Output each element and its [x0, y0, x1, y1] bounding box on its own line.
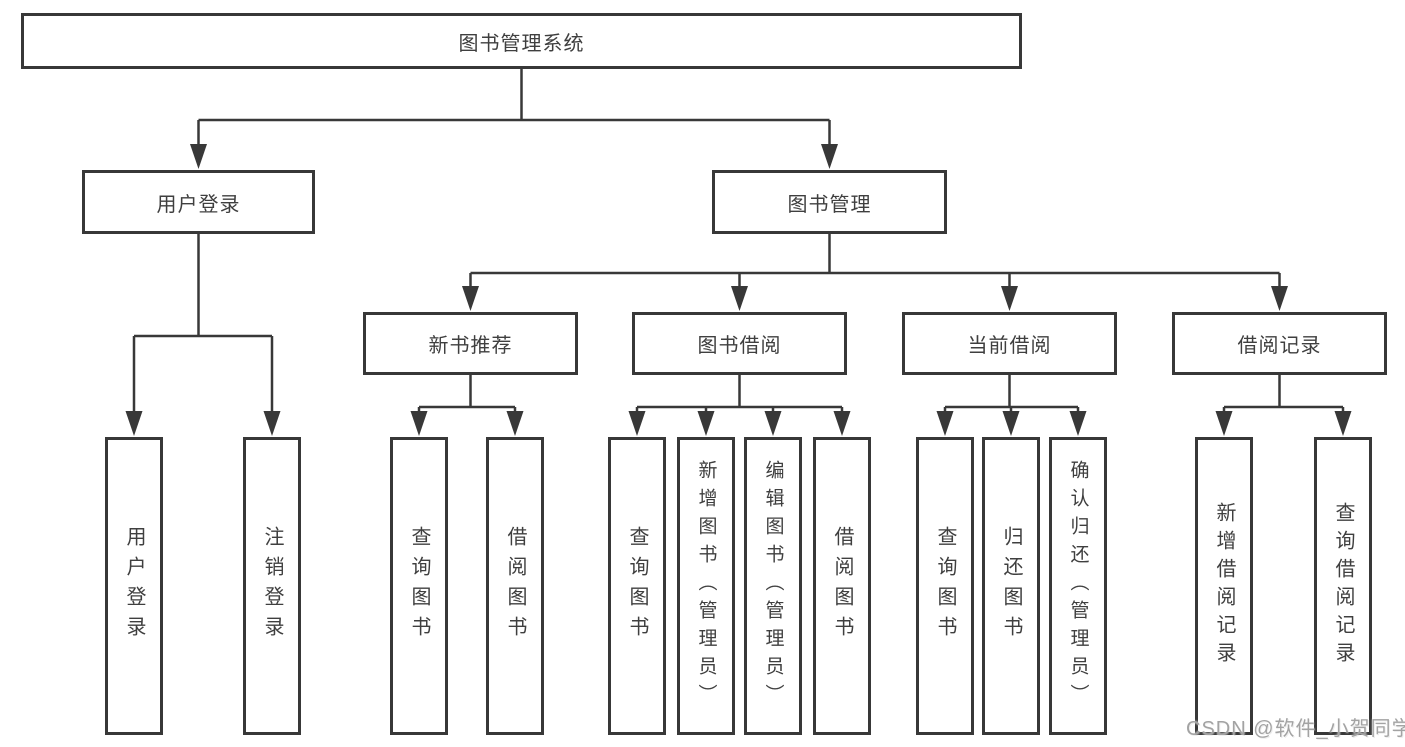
node-root-system: 图书管理系统 [21, 13, 1022, 69]
leaf-edit-books-admin: 编辑图书（管理员） [744, 437, 802, 735]
leaf-confirm-return-admin: 确认归还（管理员） [1049, 437, 1107, 735]
node-new-book-recommend: 新书推荐 [363, 312, 578, 375]
leaf-query-books-borrow: 查询图书 [608, 437, 666, 735]
leaf-borrow-books-recommend: 借阅图书 [486, 437, 544, 735]
leaf-add-books-admin: 新增图书（管理员） [677, 437, 735, 735]
arrowhead-icons [125, 144, 1352, 436]
node-current-borrow: 当前借阅 [902, 312, 1117, 375]
leaf-add-borrow-record: 新增借阅记录 [1195, 437, 1253, 735]
node-book-borrow: 图书借阅 [632, 312, 847, 375]
leaf-query-borrow-record: 查询借阅记录 [1314, 437, 1372, 735]
leaf-query-books-current: 查询图书 [916, 437, 974, 735]
leaf-borrow-books: 借阅图书 [813, 437, 871, 735]
leaf-return-books: 归还图书 [982, 437, 1040, 735]
node-user-login: 用户登录 [82, 170, 315, 234]
leaf-logout: 注销登录 [243, 437, 301, 735]
node-book-management: 图书管理 [712, 170, 947, 234]
leaf-user-login: 用户登录 [105, 437, 163, 735]
csdn-watermark: CSDN @软件_小贺同学 [1186, 718, 1405, 740]
node-borrow-records: 借阅记录 [1172, 312, 1387, 375]
leaf-query-books-recommend: 查询图书 [390, 437, 448, 735]
